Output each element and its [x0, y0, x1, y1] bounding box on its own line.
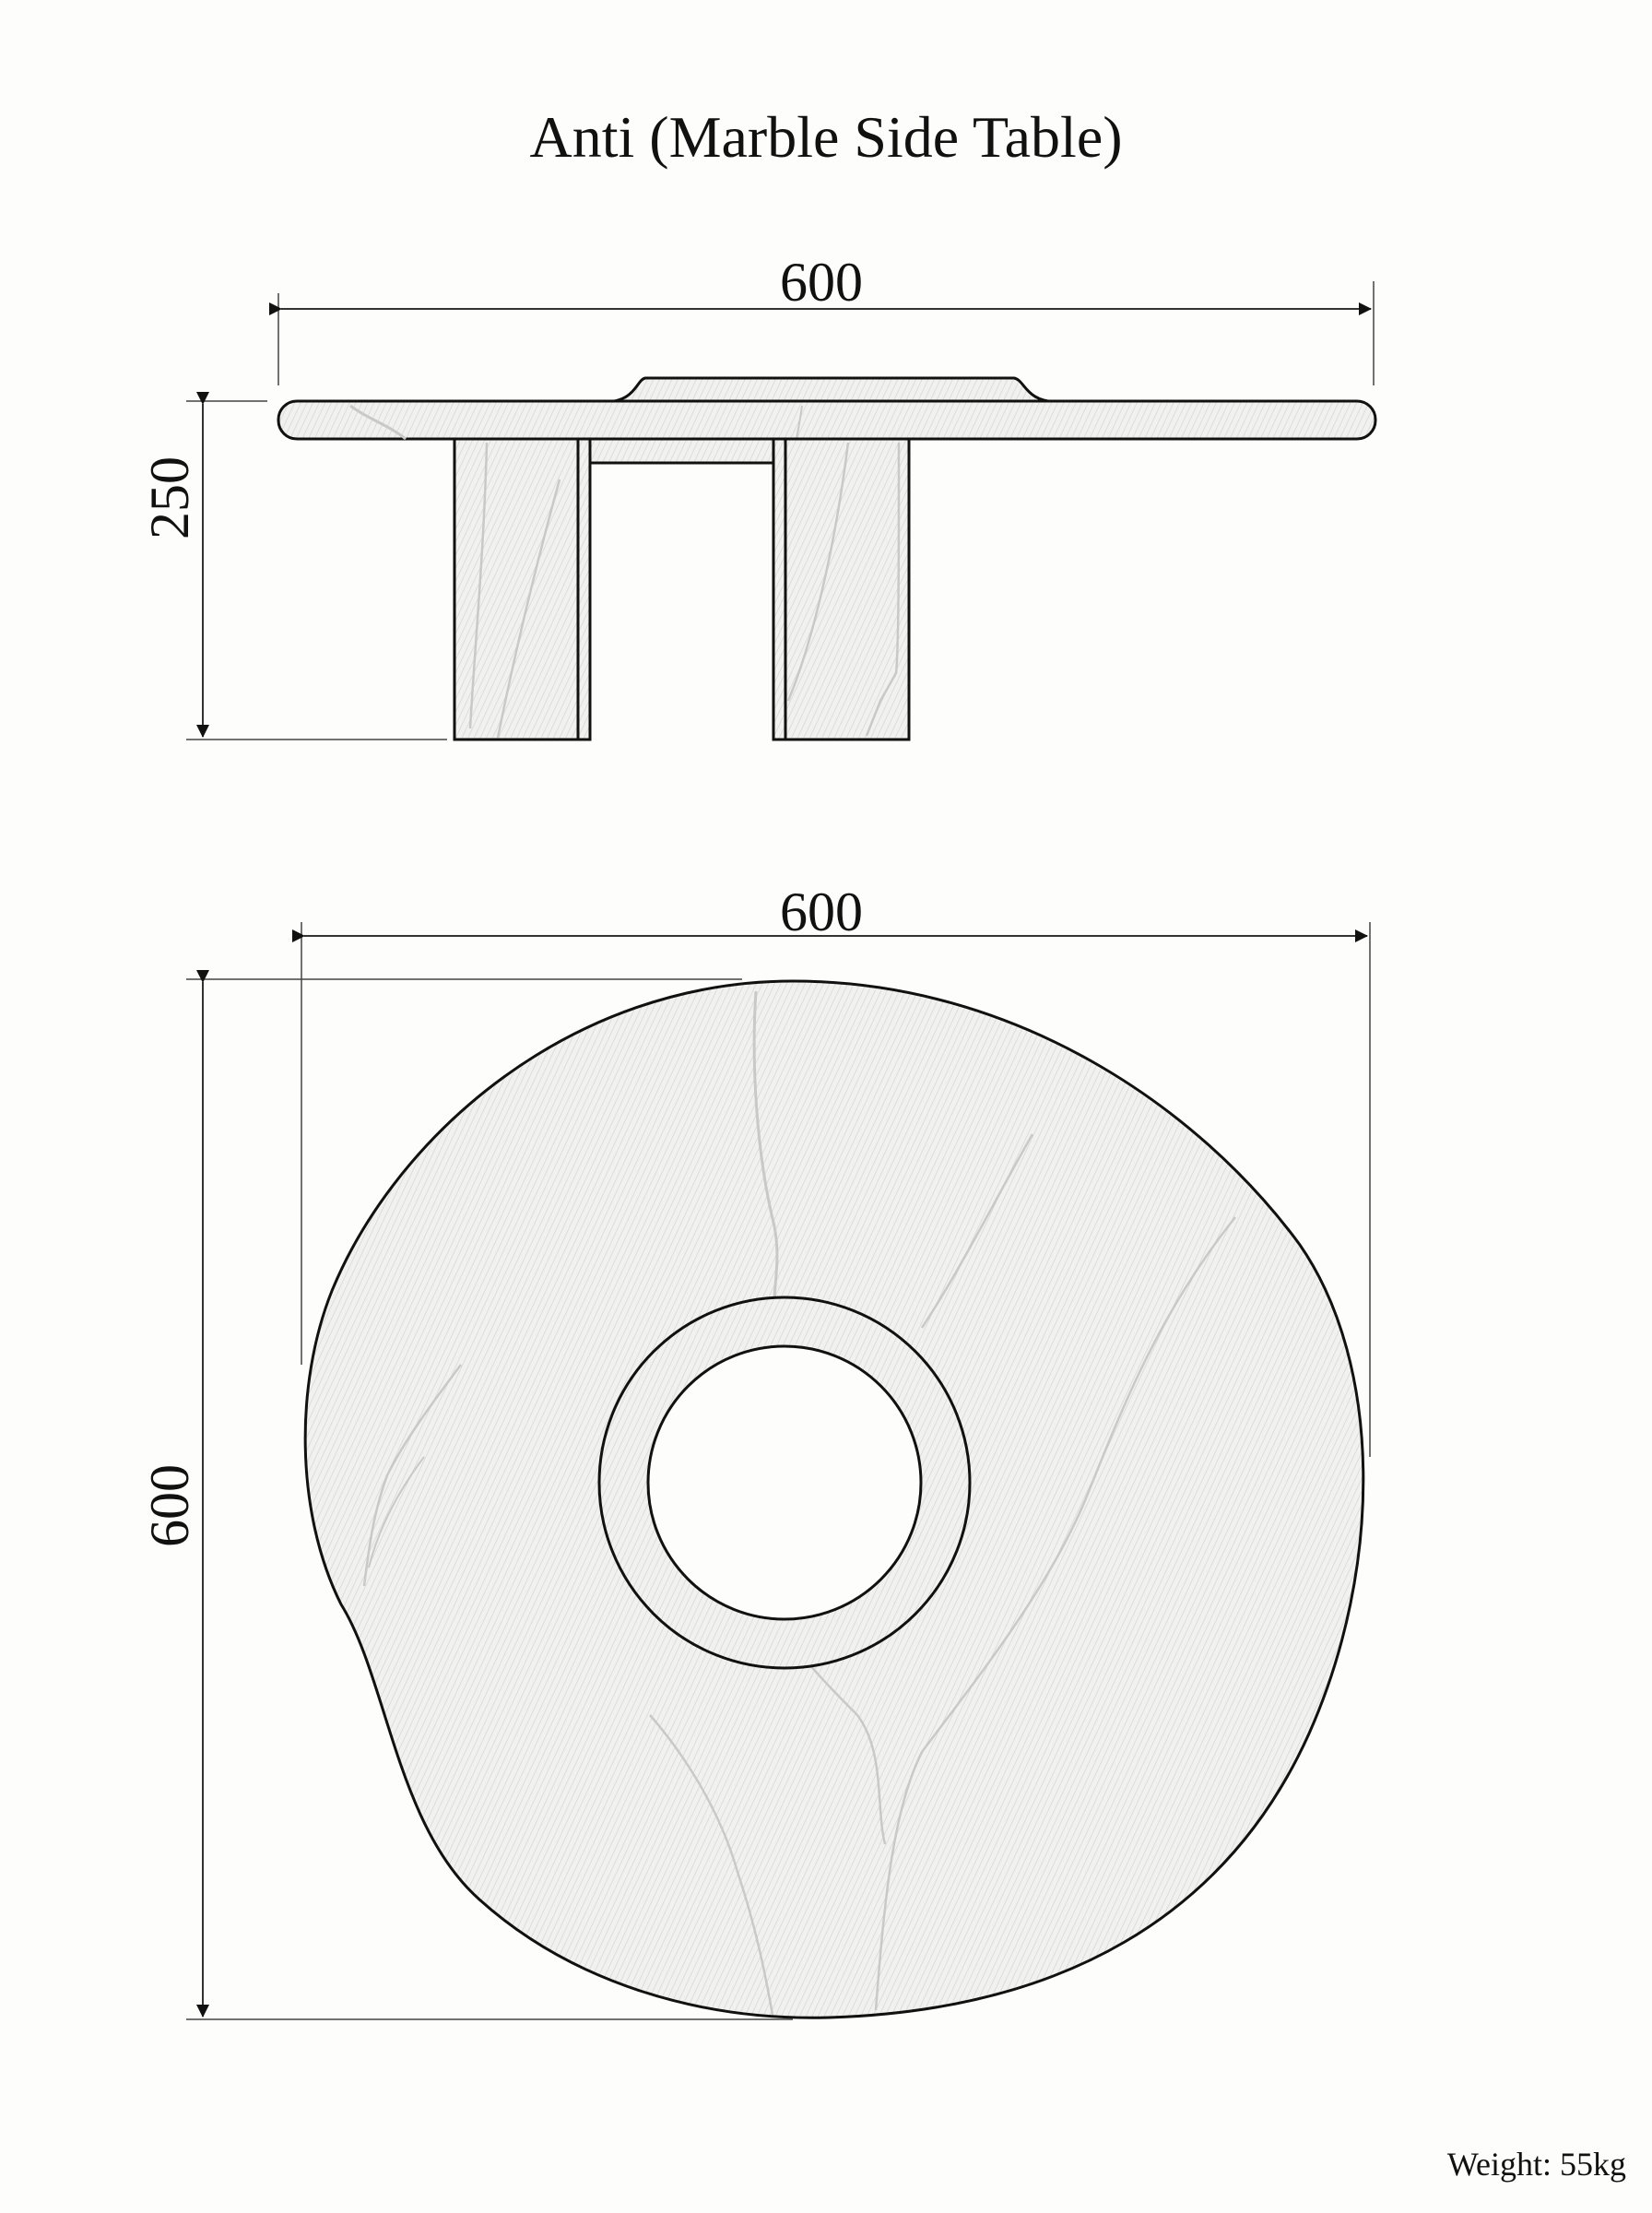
plan-view [186, 922, 1371, 2020]
elevation-view [186, 281, 1377, 741]
elevation-height-label: 250 [139, 456, 200, 539]
drawing-title: Anti (Marble Side Table) [529, 104, 1123, 170]
elevation-width-label: 600 [780, 252, 863, 313]
plan-width-label: 600 [780, 882, 863, 942]
plan-depth-label: 600 [139, 1464, 200, 1547]
weight-label: Weight: 55kg [1446, 2146, 1626, 2183]
